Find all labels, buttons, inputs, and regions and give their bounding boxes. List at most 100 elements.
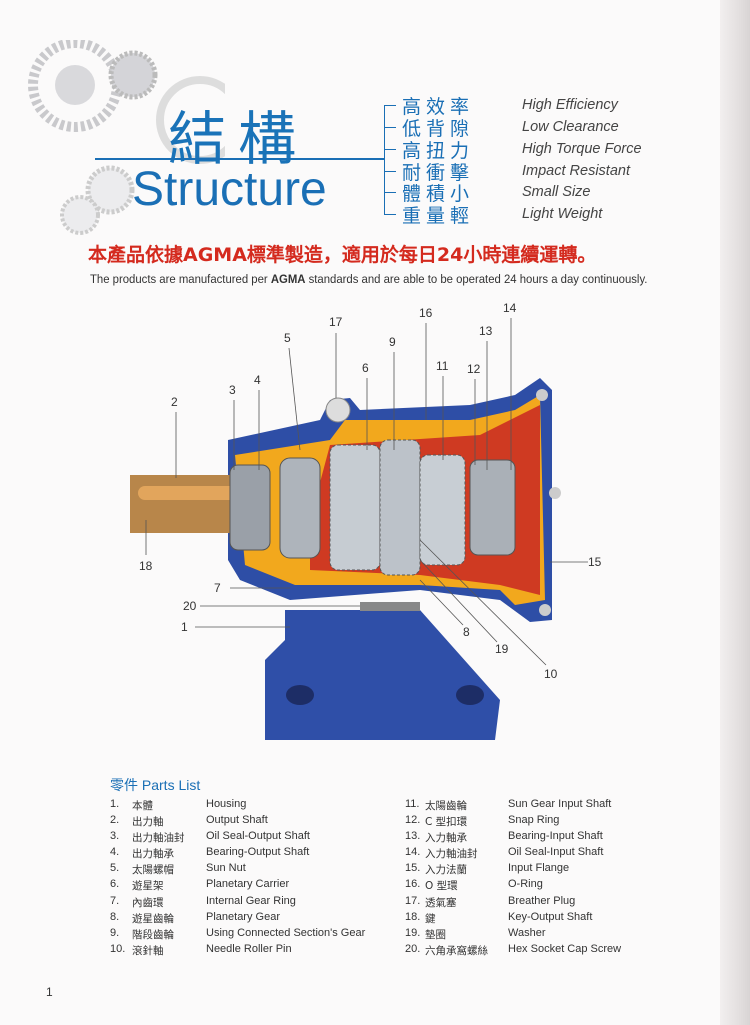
part-en: Oil Seal-Input Shaft bbox=[508, 846, 604, 859]
parts-list-item: 18. 鍵 Key-Output Shaft bbox=[405, 911, 621, 927]
part-n: 12. bbox=[405, 814, 421, 827]
parts-list-column-2: 11. 太陽齒輪 Sun Gear Input Shaft 12. C 型扣環 Snap … bbox=[405, 798, 621, 959]
part-cn: 六角承窩螺絲 bbox=[425, 944, 488, 957]
part-en: Snap Ring bbox=[508, 814, 560, 827]
part-en: Input Flange bbox=[508, 862, 570, 875]
feature-cn: 耐衝擊 bbox=[402, 161, 475, 184]
part-n: 19. bbox=[405, 926, 421, 939]
feature-en: High Efficiency bbox=[522, 97, 618, 113]
part-cn: 鍵 bbox=[425, 912, 436, 925]
page-number: 1 bbox=[46, 985, 53, 999]
part-cn: 滾針軸 bbox=[132, 944, 164, 957]
title-chinese: 結構 bbox=[168, 105, 309, 173]
gearbox-cutaway-diagram bbox=[130, 318, 588, 740]
part-en: Planetary Gear bbox=[206, 910, 280, 923]
part-n: 2. bbox=[110, 814, 120, 827]
feature-bracket bbox=[384, 105, 394, 215]
part-en: Sun Gear Input Shaft bbox=[508, 798, 612, 810]
part-cn: 入力法蘭 bbox=[425, 864, 467, 877]
callout-3: 3 bbox=[229, 383, 236, 397]
feature-en: Impact Resistant bbox=[522, 163, 630, 179]
callout-6: 6 bbox=[362, 361, 369, 375]
callout-12: 12 bbox=[467, 362, 481, 376]
callout-20: 20 bbox=[183, 599, 197, 613]
part-cn: C 型扣環 bbox=[425, 816, 468, 829]
callout-1: 1 bbox=[181, 620, 188, 634]
part-n: 11. bbox=[405, 798, 420, 810]
callout-4: 4 bbox=[254, 373, 261, 387]
part-n: 13. bbox=[405, 830, 421, 843]
callout-15: 15 bbox=[588, 555, 602, 569]
feature-item: 重量輕 Light Weight bbox=[384, 203, 603, 227]
part-en: O-Ring bbox=[508, 878, 543, 891]
part-en: Sun Nut bbox=[206, 862, 246, 875]
part-cn: 墊圈 bbox=[425, 928, 446, 941]
callout-2: 2 bbox=[171, 395, 178, 409]
part-en: Internal Gear Ring bbox=[206, 894, 296, 907]
callout-19: 19 bbox=[495, 642, 509, 656]
part-en: Housing bbox=[206, 798, 247, 810]
part-cn: 出力軸承 bbox=[132, 848, 174, 861]
part-n: 14. bbox=[405, 846, 421, 859]
statement-english: The products are manufactured per AGMA s… bbox=[90, 272, 648, 286]
part-en: Output Shaft bbox=[206, 814, 268, 827]
part-n: 10. bbox=[110, 942, 126, 955]
feature-item: 耐衝擊 Impact Resistant bbox=[384, 160, 630, 184]
part-en: Key-Output Shaft bbox=[508, 910, 593, 923]
part-cn: 內齒環 bbox=[132, 896, 164, 909]
part-cn: 遊星齒輪 bbox=[132, 912, 174, 925]
part-en: Breather Plug bbox=[508, 894, 576, 907]
callout-14: 14 bbox=[503, 301, 517, 315]
title-english: Structure bbox=[132, 163, 327, 216]
page-edge-shadow bbox=[720, 0, 750, 1025]
part-n: 15. bbox=[405, 862, 421, 875]
callout-7: 7 bbox=[214, 581, 221, 595]
part-n: 9. bbox=[110, 926, 120, 939]
part-n: 18. bbox=[405, 910, 421, 923]
parts-list-item: 16. O 型環 O-Ring bbox=[405, 878, 621, 894]
feature-en: Small Size bbox=[522, 184, 591, 200]
part-cn: O 型環 bbox=[425, 880, 458, 893]
part-n: 3. bbox=[110, 830, 120, 843]
feature-en: Light Weight bbox=[522, 206, 603, 222]
part-en: Bearing-Output Shaft bbox=[206, 846, 310, 859]
part-cn: 透氣塞 bbox=[425, 896, 457, 909]
callout-13: 13 bbox=[479, 324, 493, 338]
title-divider bbox=[95, 158, 385, 160]
part-en: Planetary Carrier bbox=[206, 878, 290, 891]
feature-cn: 高扭力 bbox=[402, 139, 475, 162]
part-n: 6. bbox=[110, 878, 120, 891]
parts-list-item: 5. 太陽螺帽 Sun Nut bbox=[110, 862, 365, 878]
part-en: Oil Seal-Output Shaft bbox=[206, 830, 310, 843]
feature-cn: 低背隙 bbox=[402, 117, 475, 140]
statement-chinese: 本產品依據AGMA標準製造，適用於每日24小時連續運轉。 bbox=[88, 244, 597, 266]
part-n: 5. bbox=[110, 862, 120, 875]
part-n: 20. bbox=[405, 942, 421, 955]
feature-cn: 重量輕 bbox=[402, 204, 475, 227]
part-cn: 入力軸承 bbox=[425, 832, 467, 845]
part-n: 17. bbox=[405, 894, 421, 907]
part-cn: 太陽螺帽 bbox=[132, 864, 174, 877]
callout-10: 10 bbox=[544, 667, 558, 681]
part-cn: 本體 bbox=[132, 800, 153, 812]
parts-list-item: 15. 入力法蘭 Input Flange bbox=[405, 862, 621, 878]
gear-illustration bbox=[28, 40, 225, 235]
part-cn: 太陽齒輪 bbox=[425, 800, 467, 812]
callout-11: 11 bbox=[436, 359, 449, 373]
part-n: 16. bbox=[405, 878, 421, 891]
parts-list-title: 零件 Parts List bbox=[110, 777, 201, 793]
part-n: 4. bbox=[110, 846, 120, 859]
